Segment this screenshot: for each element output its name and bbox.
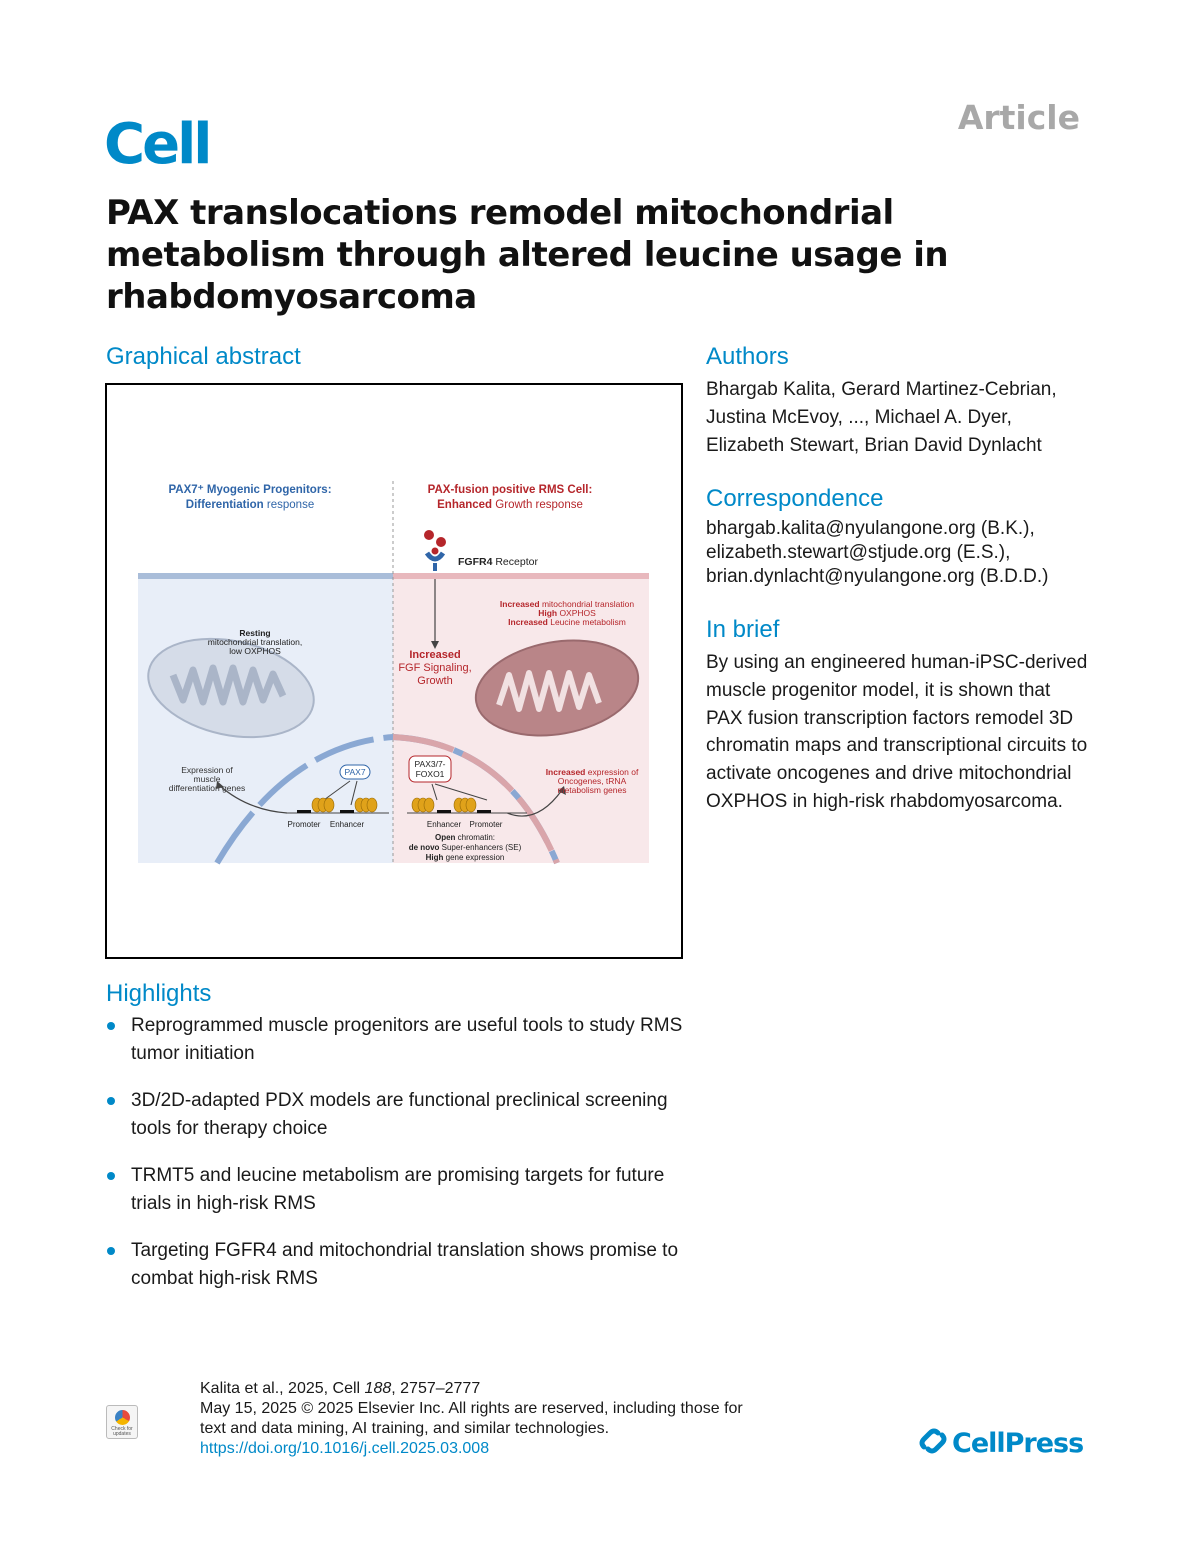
ga-right-title: PAX-fusion positive RMS Cell: [428,484,593,496]
ga-left-subtitle-rest: response [264,499,315,511]
svg-text:Increased Leucine metabolism: Increased Leucine metabolism [508,617,626,627]
svg-text:low OXPHOS: low OXPHOS [229,646,281,656]
author-line: Justina McEvoy, ..., Michael A. Dyer, [706,407,1012,428]
svg-text:Promoter: Promoter [288,820,321,829]
email-link[interactable]: bhargab.kalita@nyulangone.org (B.K.), [706,518,1035,539]
author-line: Bhargab Kalita, Gerard Martinez-Cebrian, [706,379,1057,400]
author-line: Elizabeth Stewart, Brian David Dynlacht [706,435,1042,456]
svg-text:de novo Super-enhancers (SE): de novo Super-enhancers (SE) [409,843,522,852]
svg-text:muscle: muscle [194,774,221,784]
svg-text:High OXPHOS: High OXPHOS [538,608,596,618]
svg-text:differentiation genes: differentiation genes [169,783,245,793]
svg-text:Enhanced Growth response: Enhanced Growth response [437,499,583,511]
check-for-updates-icon [115,1410,130,1425]
highlights-heading: Highlights [106,980,212,1007]
svg-text:PAX3/7-: PAX3/7- [414,759,445,769]
svg-text:Growth: Growth [417,675,452,687]
fgfr4-receptor-icon [424,551,446,562]
check-for-updates-badge[interactable]: Check for updates [106,1405,138,1439]
svg-text:Enhancer: Enhancer [330,820,365,829]
authors-heading: Authors [706,343,789,370]
nucleosome-icons [311,797,378,813]
in-brief-heading: In brief [706,616,780,643]
citation-line: Kalita et al., 2025, Cell 188, 2757–2777 [200,1380,481,1397]
bullet-icon [107,1022,115,1030]
correspondence-heading: Correspondence [706,485,884,512]
copyright-line: May 15, 2025 © 2025 Elsevier Inc. All ri… [200,1400,743,1417]
bullet-icon [107,1172,115,1180]
bullet-icon [107,1097,115,1105]
svg-text:Open chromatin:: Open chromatin: [435,833,495,842]
email-link[interactable]: brian.dynlacht@nyulangone.org (B.D.D.) [706,566,1049,587]
graphical-abstract-heading: Graphical abstract [106,343,301,370]
cellpress-logo: CellPress [918,1427,1084,1459]
receptor-label-bold: FGFR4 [458,556,493,568]
bullet-icon [107,1247,115,1255]
rights-line: text and data mining, AI training, and s… [200,1420,610,1437]
ga-left-title: PAX7⁺ Myogenic Progenitors: [168,484,331,496]
svg-text:Increased expression of: Increased expression of [546,767,639,777]
in-brief-text: By using an engineered human-iPSC-derive… [706,652,1088,812]
svg-text:Increased: Increased [409,649,460,661]
cellpress-icon [919,1428,947,1454]
highlight-item: 3D/2D-adapted PDX models are functional … [106,1087,696,1142]
svg-text:Differentiation response: Differentiation response [186,499,314,511]
highlight-item: Reprogrammed muscle progenitors are usef… [106,1012,696,1067]
highlight-item: TRMT5 and leucine metabolism are promisi… [106,1162,696,1217]
graphical-abstract: PAX7⁺ Myogenic Progenitors: Differentiat… [105,383,683,959]
ga-right-subtitle-rest: Growth response [492,499,583,511]
highlights-list: Reprogrammed muscle progenitors are usef… [106,1012,696,1312]
doi-link[interactable]: https://doi.org/10.1016/j.cell.2025.03.0… [200,1440,490,1457]
active-mitochondrion-icon [474,639,640,737]
svg-text:mitochondrial translation,: mitochondrial translation, [208,637,303,647]
svg-text:FGFR4 Receptor: FGFR4 Receptor [458,556,538,568]
svg-text:metabolism genes: metabolism genes [558,785,627,795]
svg-text:Increased mitochondrial transl: Increased mitochondrial translation [500,599,634,609]
correspondence-list: bhargab.kalita@nyulangone.org (B.K.), el… [706,517,1086,589]
highlight-item: Targeting FGFR4 and mitochondrial transl… [106,1237,696,1292]
svg-text:Expression of: Expression of [181,765,233,775]
svg-text:FOXO1: FOXO1 [416,769,445,779]
svg-text:Enhancer: Enhancer [427,820,462,829]
article-type-label: Article [957,98,1080,137]
svg-text:High gene expression: High gene expression [426,853,505,862]
email-link[interactable]: elizabeth.stewart@stjude.org (E.S.), [706,542,1011,563]
ligand-dot [424,530,434,540]
citation-footer: Kalita et al., 2025, Cell 188, 2757–2777… [200,1379,743,1459]
ga-left-subtitle-bold: Differentiation [186,499,264,511]
svg-text:FGF Signaling,: FGF Signaling, [398,662,471,674]
svg-text:PAX7: PAX7 [344,767,365,777]
ga-right-subtitle-bold: Enhanced [437,499,492,511]
svg-text:Oncogenes, tRNA: Oncogenes, tRNA [558,776,627,786]
resting-mitochondrion-icon [147,637,315,739]
authors-list: Bhargab Kalita, Gerard Martinez-Cebrian,… [706,376,1086,460]
svg-text:Promoter: Promoter [470,820,503,829]
journal-logo: Cell [104,112,212,177]
pax7-factor [339,764,371,780]
ligand-dot [436,537,446,547]
article-title: PAX translocations remodel mitochondrial… [106,193,949,317]
svg-text:Resting: Resting [239,628,270,638]
pax3-foxo1-factor [408,755,452,783]
